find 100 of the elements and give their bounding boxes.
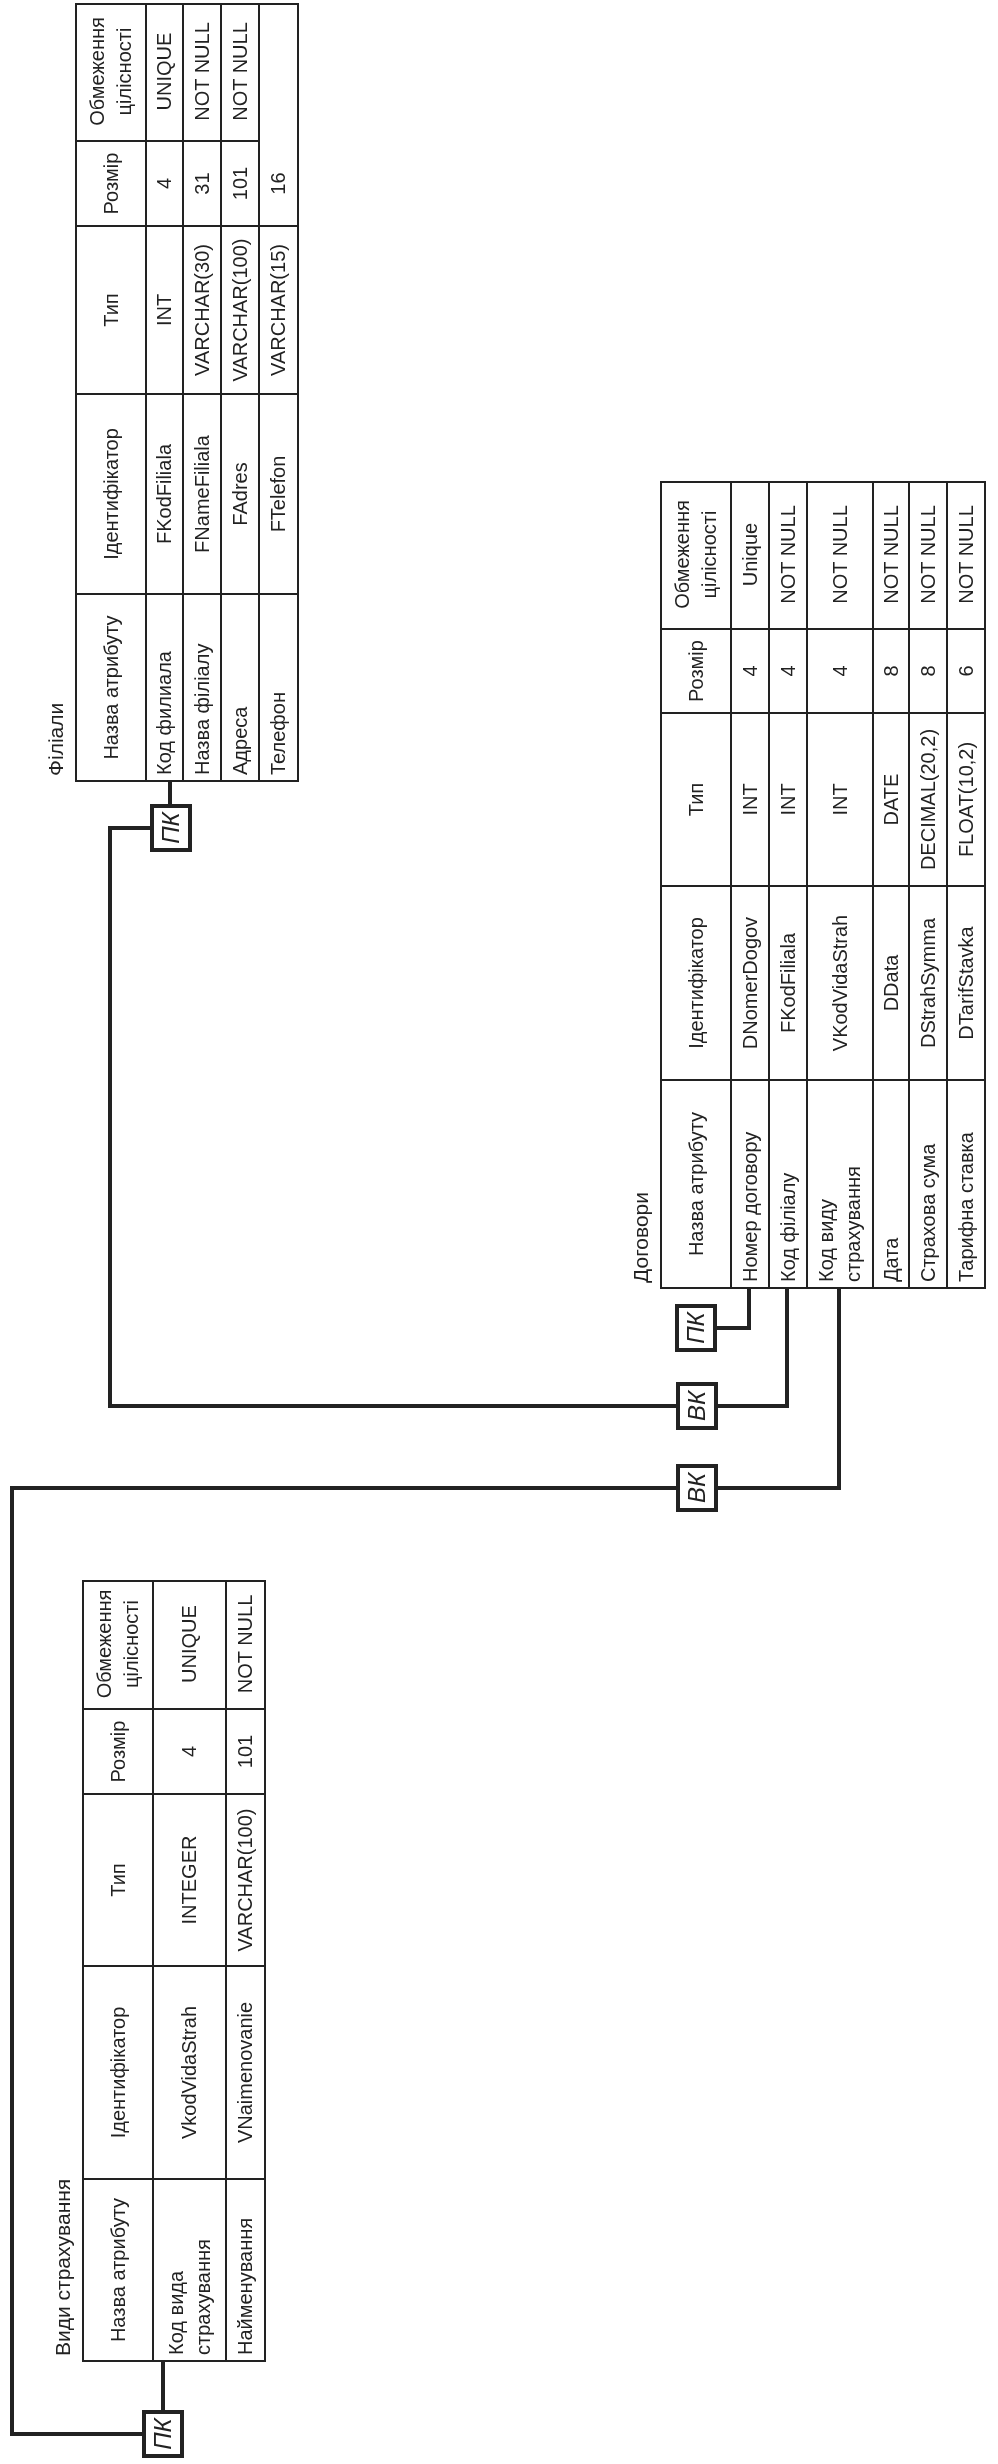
table-cell: DNomerDogov xyxy=(732,887,768,1081)
table-cell-text: Дата xyxy=(878,1236,903,1284)
table-cell: 6 xyxy=(948,630,984,714)
table-cell: UNIQUE xyxy=(154,1580,225,1710)
table-cell: 4 xyxy=(770,630,806,714)
header-cell: Обмеження цілісності xyxy=(84,1580,152,1710)
table-row xyxy=(182,3,222,782)
table-cell: NOT NULL xyxy=(808,481,872,630)
key-badge: ВК xyxy=(676,1464,718,1512)
table-cell: 4 xyxy=(147,142,182,227)
header-cell: Розмір xyxy=(77,142,145,227)
key-badge: ПК xyxy=(142,2410,184,2458)
table-cell: VARCHAR(100) xyxy=(222,227,258,395)
table-cell: DATE xyxy=(874,714,908,887)
table-row xyxy=(225,1580,266,2362)
table-cell: FKodFiliala xyxy=(147,395,182,595)
table-row xyxy=(660,481,732,1289)
header-cell: Розмір xyxy=(84,1710,152,1795)
table-row xyxy=(258,3,299,782)
table-cell: INT xyxy=(770,714,806,887)
table-cell: FAdres xyxy=(222,395,258,595)
connector-line xyxy=(718,1289,789,1408)
table-cell: FLOAT(10,2) xyxy=(948,714,984,887)
table-cell-text: Код вида страхування xyxy=(163,2238,215,2357)
table-cell: VARCHAR(100) xyxy=(227,1795,264,1967)
table-cell: INT xyxy=(147,227,182,395)
key-badge: ПК xyxy=(675,1304,717,1352)
table-cell: 8 xyxy=(874,630,908,714)
table-row xyxy=(82,1580,154,2362)
header-cell: Обмеження цілісності xyxy=(662,481,730,630)
header-cell: Ідентифікатор xyxy=(77,395,145,595)
table-cell: NOT NULL xyxy=(770,481,806,630)
header-cell: Тип xyxy=(84,1795,152,1967)
table-cell-text: Код філіалу xyxy=(775,1171,800,1284)
table-cell: 101 xyxy=(227,1710,264,1795)
table-cell: FKodFiliala xyxy=(770,887,806,1081)
table-cell: 4 xyxy=(154,1710,225,1795)
table-cell: UNIQUE xyxy=(147,3,182,142)
table-cell: VKodVidaStrah xyxy=(808,887,872,1081)
table-cell: FTelefon xyxy=(260,395,297,595)
table-row xyxy=(75,3,147,782)
table-cell-text: Код виду страхування xyxy=(814,1165,865,1284)
connector-line xyxy=(108,826,676,1408)
table-cell: 101 xyxy=(222,142,258,227)
header-cell-text: Назва атрибуту xyxy=(683,1110,708,1259)
table-cell: 4 xyxy=(808,630,872,714)
table-row xyxy=(946,481,986,1289)
table-cell: 4 xyxy=(732,630,768,714)
table-cell: VkodVidaStrah xyxy=(154,1967,225,2180)
table-cell: FNameFiliala xyxy=(184,395,220,595)
connector-line xyxy=(718,1289,841,1490)
table-cell-text: Назва філіалу xyxy=(189,642,214,777)
connector-line xyxy=(10,1486,676,2436)
table-row xyxy=(220,3,260,782)
key-badge: ПК xyxy=(150,804,192,852)
table-cell: DTarifStavka xyxy=(948,887,984,1081)
table-cell: INT xyxy=(732,714,768,887)
table-cell: VARCHAR(30) xyxy=(184,227,220,395)
table-cell: DStrahSymma xyxy=(910,887,946,1081)
table-title: Договори xyxy=(629,1191,653,1283)
table-cell: NOT NULL xyxy=(910,481,946,630)
connector-line xyxy=(168,782,172,804)
table-cell-text: Номер договору xyxy=(737,1130,762,1284)
table-cell: 31 xyxy=(184,142,220,227)
table-cell-text: Тарифна ставка xyxy=(953,1131,978,1284)
header-cell: Розмір xyxy=(662,630,730,714)
table-row xyxy=(806,481,874,1289)
header-cell: Тип xyxy=(662,714,730,887)
table-cell: NOT NULL xyxy=(227,1580,264,1710)
table-cell: DECIMAL(20,2) xyxy=(910,714,946,887)
table-cell: DData xyxy=(874,887,908,1081)
connector-line xyxy=(161,2362,165,2410)
header-cell: Ідентифікатор xyxy=(84,1967,152,2180)
table-row xyxy=(768,481,808,1289)
table-row xyxy=(152,1580,227,2362)
header-cell-text: Назва атрибуту xyxy=(105,2196,130,2345)
header-cell: Ідентифікатор xyxy=(662,887,730,1081)
table-cell-text: Найменування xyxy=(233,2216,257,2357)
table-cell: VNaimenovanie xyxy=(227,1967,264,2180)
table-cell-text: Код филиала xyxy=(152,650,176,777)
table-row xyxy=(908,481,948,1289)
table-title: Види страхування xyxy=(51,2178,75,2356)
key-badge: ВК xyxy=(676,1382,718,1430)
table-cell: NOT NULL xyxy=(874,481,908,630)
header-cell-text: Назва атрибуту xyxy=(98,614,123,762)
table-row xyxy=(872,481,910,1289)
table-cell: INT xyxy=(808,714,872,887)
table-cell: 8 xyxy=(910,630,946,714)
table-cell: NOT NULL xyxy=(184,3,220,142)
table-title: Філіали xyxy=(44,702,68,776)
table-cell: VARCHAR(15) xyxy=(260,227,297,395)
table-cell: 16 xyxy=(260,142,297,227)
table-row xyxy=(145,3,184,782)
table-cell-text: Телефон xyxy=(266,691,290,777)
table-cell-text: Страхова сума xyxy=(915,1142,940,1284)
connector-line xyxy=(717,1289,751,1330)
table-cell: Unique xyxy=(732,481,768,630)
table-cell-text: Адреса xyxy=(227,705,252,777)
table-cell: NOT NULL xyxy=(948,481,984,630)
header-cell: Обмеження цілісності xyxy=(77,3,145,142)
